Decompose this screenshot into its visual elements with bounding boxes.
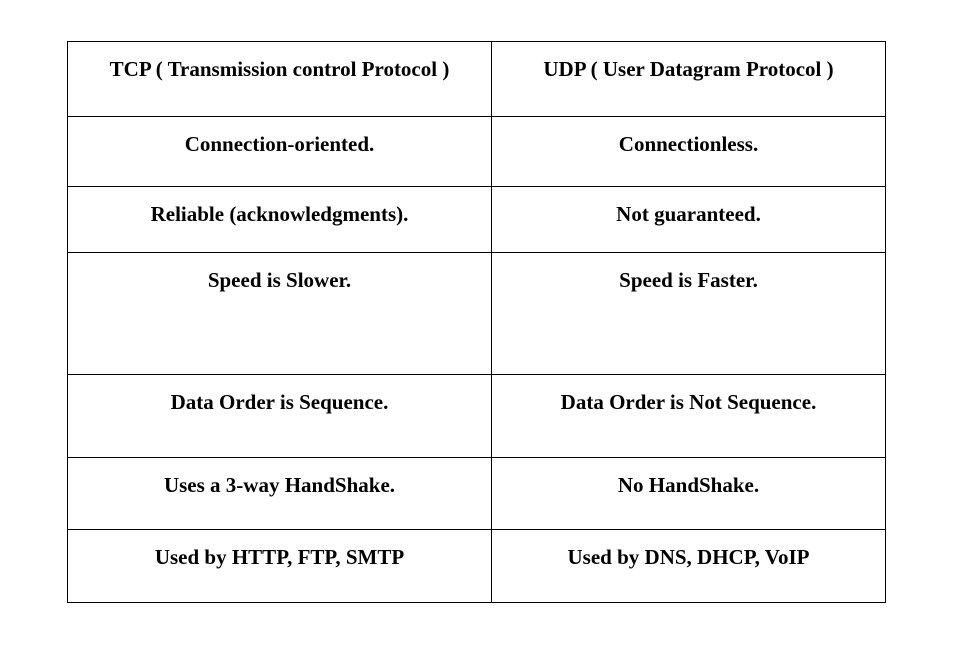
- table-row: Reliable (acknowledgments). Not guarante…: [67, 186, 886, 253]
- table-row: Data Order is Sequence. Data Order is No…: [67, 374, 886, 458]
- table-row: Connection-oriented. Connectionless.: [67, 116, 886, 187]
- header-udp: UDP ( User Datagram Protocol ): [491, 41, 886, 117]
- table-header-row: TCP ( Transmission control Protocol ) UD…: [67, 41, 886, 117]
- tcp-cell: Speed is Slower.: [67, 252, 492, 375]
- table-row: Used by HTTP, FTP, SMTP Used by DNS, DHC…: [67, 529, 886, 603]
- udp-cell: Not guaranteed.: [491, 186, 886, 253]
- table-row: Uses a 3-way HandShake. No HandShake.: [67, 457, 886, 530]
- header-tcp: TCP ( Transmission control Protocol ): [67, 41, 492, 117]
- udp-cell: Connectionless.: [491, 116, 886, 187]
- tcp-cell: Reliable (acknowledgments).: [67, 186, 492, 253]
- tcp-udp-comparison-table: TCP ( Transmission control Protocol ) UD…: [67, 41, 886, 603]
- tcp-cell: Data Order is Sequence.: [67, 374, 492, 458]
- tcp-cell: Uses a 3-way HandShake.: [67, 457, 492, 530]
- udp-cell: Used by DNS, DHCP, VoIP: [491, 529, 886, 603]
- udp-cell: No HandShake.: [491, 457, 886, 530]
- udp-cell: Speed is Faster.: [491, 252, 886, 375]
- udp-cell: Data Order is Not Sequence.: [491, 374, 886, 458]
- tcp-cell: Connection-oriented.: [67, 116, 492, 187]
- table-row: Speed is Slower. Speed is Faster.: [67, 252, 886, 375]
- tcp-cell: Used by HTTP, FTP, SMTP: [67, 529, 492, 603]
